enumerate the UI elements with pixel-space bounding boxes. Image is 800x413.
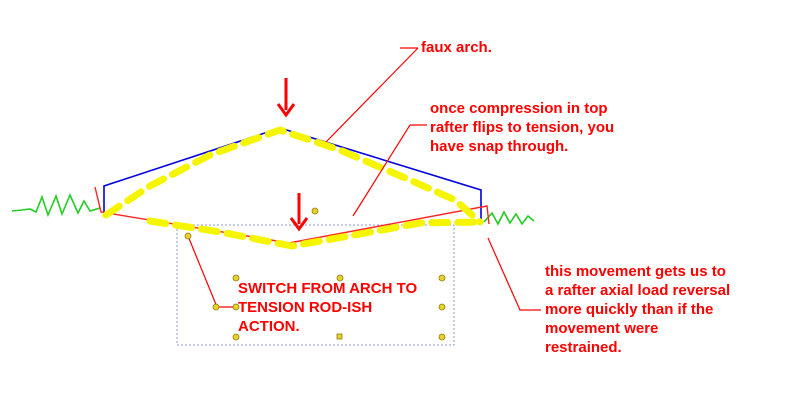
annotation-movement: this movement gets us to a rafter axial … xyxy=(545,262,730,357)
yellow-arch-lower xyxy=(146,217,484,250)
ground-scribble-left xyxy=(11,192,101,218)
down-arrow-icon xyxy=(276,78,296,118)
leader-compression-diag xyxy=(352,124,411,217)
annotation-line: once compression in top xyxy=(430,100,608,117)
annotation-line: restrained. xyxy=(545,339,622,356)
yellow-arch-upper xyxy=(102,126,484,226)
annotation-line: a rafter axial load reversal xyxy=(545,282,731,299)
annotation-line: this movement gets us to xyxy=(545,263,726,280)
selection-handles[interactable] xyxy=(184,207,446,341)
annotation-line: faux arch. xyxy=(421,39,492,56)
annotation-line: more quickly than if the xyxy=(545,301,714,318)
leader-switch xyxy=(187,235,236,308)
selection-box[interactable] xyxy=(176,224,455,346)
annotation-line: TENSION ROD-ISH xyxy=(238,299,373,316)
frame-original xyxy=(103,127,482,222)
annotation-faux-arch: faux arch. xyxy=(421,38,492,57)
leader-movement xyxy=(487,237,541,311)
annotation-line: rafter flips to tension, you xyxy=(430,119,615,136)
frame-deflected xyxy=(94,186,490,244)
annotation-compression: once compression in top rafter flips to … xyxy=(430,99,614,156)
annotation-line: movement were xyxy=(545,320,659,337)
annotation-line: ACTION. xyxy=(238,318,300,335)
down-arrow-icon xyxy=(289,193,309,232)
annotation-line: have snap through. xyxy=(430,138,569,155)
leader-faux-arch xyxy=(325,47,419,143)
annotation-switch[interactable]: SWITCH FROM ARCH TO TENSION ROD-ISH ACTI… xyxy=(238,279,417,336)
annotation-line: SWITCH FROM ARCH TO xyxy=(238,280,418,297)
ground-scribble-right xyxy=(483,210,535,226)
